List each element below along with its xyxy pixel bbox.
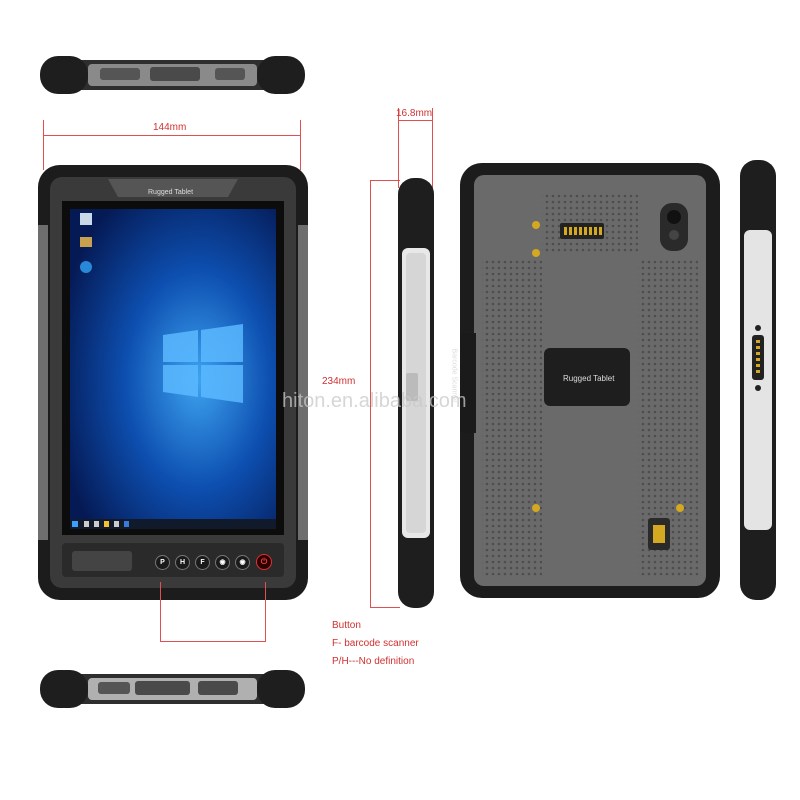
tablet-side-view [398, 178, 434, 608]
width-dimension-line [43, 135, 301, 136]
legend-f-barcode-scanner: F- barcode scanner [332, 638, 419, 649]
h-button[interactable]: H [175, 555, 190, 570]
tablet-back-view [460, 163, 720, 598]
thickness-dimension-line [398, 120, 432, 121]
f-button[interactable]: F [195, 555, 210, 570]
legend-ph-no-definition: P/H---No definition [332, 656, 415, 667]
width-dimension-label: 144mm [153, 122, 187, 133]
front-brand-label: Rugged Tablet [148, 189, 194, 196]
tablet-top-edge-view [40, 56, 305, 94]
p-button[interactable]: P [155, 555, 170, 570]
volume-down-button[interactable]: ◉ [215, 555, 230, 570]
volume-up-button[interactable]: ◉ [235, 555, 250, 570]
tablet-bottom-edge-view [40, 670, 305, 708]
power-button[interactable]: ⏻ [256, 554, 272, 570]
windows-logo [163, 324, 243, 403]
legend-button: Button [332, 620, 361, 631]
tablet-front-view [38, 165, 308, 600]
tablet-right-side-view [740, 160, 776, 600]
height-dimension-line [370, 180, 371, 608]
thickness-dimension-label: 16.8mm [396, 108, 433, 119]
watermark: hiton.en.alibaba.com [282, 390, 467, 412]
height-dimension-label: 234mm [322, 376, 356, 387]
back-brand-label: Rugged Tablet [563, 374, 615, 383]
